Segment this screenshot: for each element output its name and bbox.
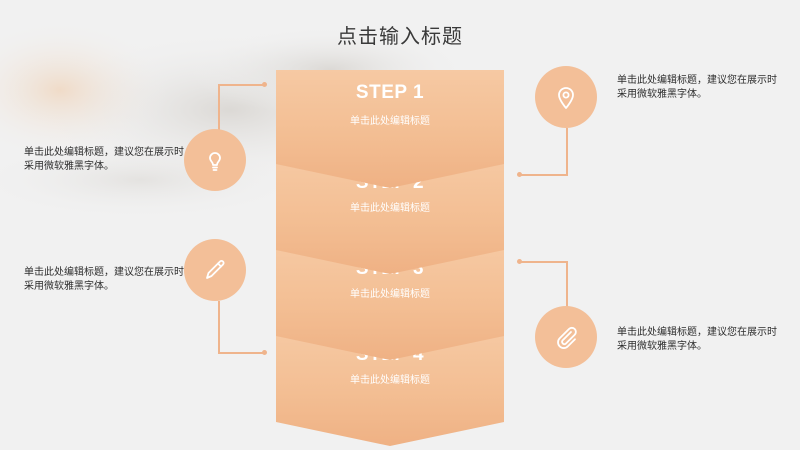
step-1-subtitle: 单击此处编辑标题 [350,116,430,127]
map-pin-icon [558,87,574,109]
step-4-subtitle: 单击此处编辑标题 [350,375,430,386]
connector-dot [262,350,267,355]
steps-stack: STEP 4 单击此处编辑标题 STEP 3 单击此处编辑标题 STEP 2 单… [276,70,504,446]
connector-dot [517,172,522,177]
step-1-panel[interactable]: STEP 1 单击此处编辑标题 [276,70,504,188]
step-2-subtitle: 单击此处编辑标题 [350,203,430,214]
callout-text-bottom-right[interactable]: 单击此处编辑标题，建议您在展示时采用微软雅黑字体。 [617,327,777,352]
lightbulb-icon [209,152,221,171]
pencil-icon-circle [184,239,246,301]
callout-text-bottom-left[interactable]: 单击此处编辑标题，建议您在展示时采用微软雅黑字体。 [24,267,184,292]
paperclip-icon-circle [535,306,597,368]
map-pin-icon-circle [535,66,597,128]
callout-text-top-right[interactable]: 单击此处编辑标题，建议您在展示时采用微软雅黑字体。 [617,75,777,100]
connector-line [218,301,220,353]
connector-line [520,174,568,176]
step-1-label: STEP 1 [355,82,425,103]
callout-text-top-left[interactable]: 单击此处编辑标题，建议您在展示时采用微软雅黑字体。 [24,147,184,172]
lightbulb-icon-circle [184,129,246,191]
step-3-subtitle: 单击此处编辑标题 [350,289,430,300]
connector-line [218,84,220,130]
connector-dot [262,82,267,87]
slide-title[interactable]: 点击输入标题 [337,24,463,48]
connector-line [566,261,568,307]
connector-line [218,352,264,354]
connector-line [218,84,264,86]
pencil-icon [206,260,225,279]
connector-line [566,128,568,174]
connector-dot [517,259,522,264]
connector-line [520,261,568,263]
paperclip-icon [557,326,577,349]
